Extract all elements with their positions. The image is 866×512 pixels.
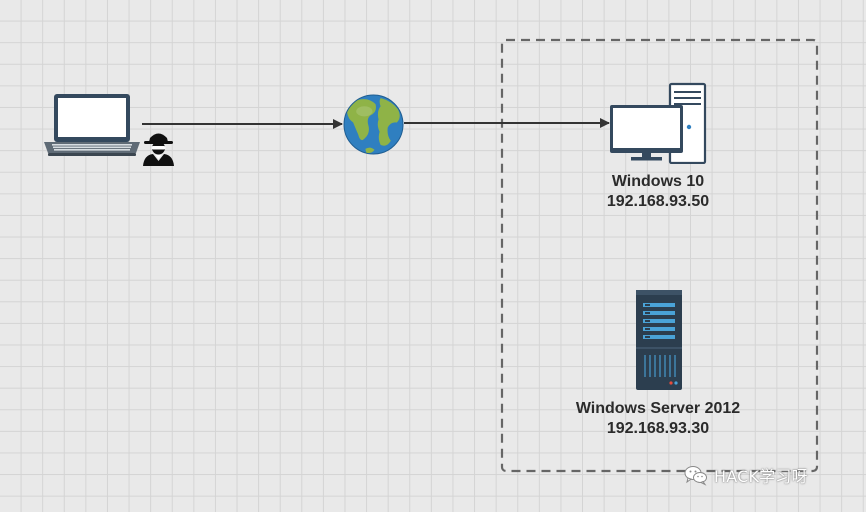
workstation-icon bbox=[610, 82, 707, 164]
win10-ip: 192.168.93.50 bbox=[606, 193, 710, 210]
server2012-label: Windows Server 2012 192.168.93.30 bbox=[548, 399, 768, 439]
hacker-icon bbox=[143, 133, 174, 166]
server-rack-icon bbox=[636, 290, 682, 390]
watermark-text: HACK学习呀 bbox=[714, 467, 808, 486]
internet-globe-icon bbox=[343, 94, 404, 155]
watermark: HACK学习呀 bbox=[684, 462, 808, 488]
win10-name: Windows 10 bbox=[611, 173, 705, 190]
laptop-icon bbox=[44, 94, 140, 156]
server2012-ip: 192.168.93.30 bbox=[606, 420, 710, 437]
server2012-name: Windows Server 2012 bbox=[575, 400, 741, 417]
wechat-icon bbox=[684, 466, 707, 486]
network-boundary-box bbox=[500, 38, 819, 473]
win10-label: Windows 10 192.168.93.50 bbox=[578, 172, 738, 212]
